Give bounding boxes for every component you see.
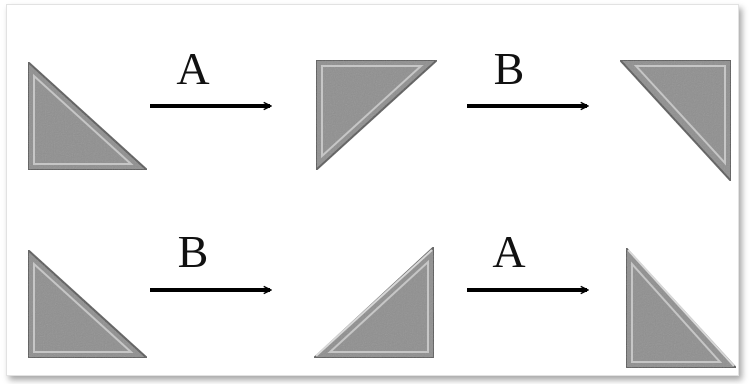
triangle-tile-row1-start	[28, 62, 147, 170]
triangle-tile-row1-end	[620, 60, 731, 181]
triangle-tile-row1-middle	[316, 60, 437, 170]
arrow-row1-step2: B	[467, 43, 587, 106]
triangle-tile-row2-middle	[314, 247, 434, 358]
operation-label: B	[494, 43, 525, 94]
triangle-tile-row2-end	[626, 248, 736, 368]
operation-label: A	[176, 43, 209, 94]
arrow-row2-step1: B	[150, 226, 270, 290]
triangle-tile-row2-start	[28, 250, 147, 358]
operation-label: B	[178, 226, 209, 277]
operation-label: A	[492, 226, 525, 277]
arrow-row2-step2: A	[467, 226, 587, 290]
arrow-row1-step1: A	[150, 43, 270, 106]
